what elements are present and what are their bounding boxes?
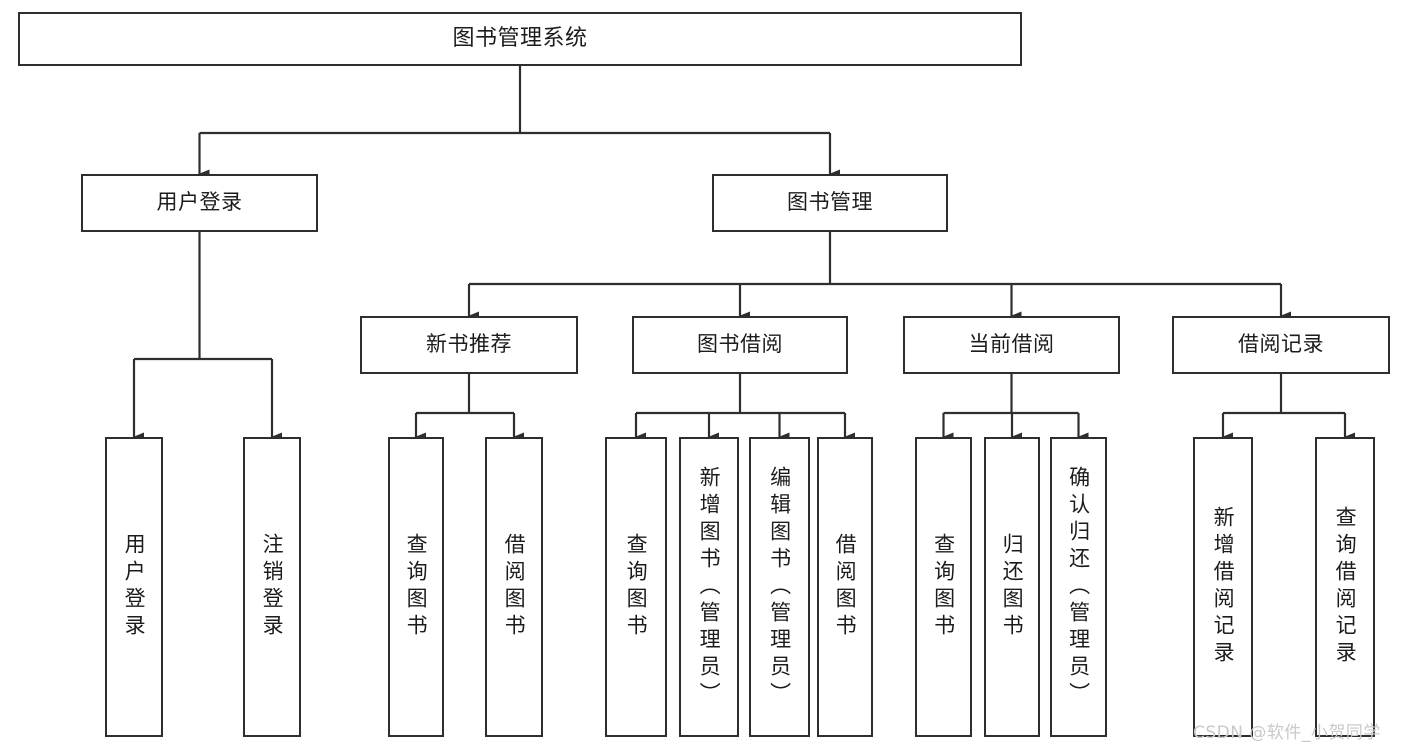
node-leaf-rec-1[interactable]: 新增借阅记录 (1193, 437, 1253, 737)
node-root[interactable]: 图书管理系统 (18, 12, 1022, 66)
node-records[interactable]: 借阅记录 (1172, 316, 1390, 374)
node-label: 查询图书 (624, 533, 649, 641)
node-leaf-login-2[interactable]: 注销登录 (243, 437, 301, 737)
node-label: 借阅记录 (1238, 332, 1324, 357)
node-label: 编辑图书（管理员） (767, 465, 792, 709)
node-label: 查询借阅记录 (1333, 506, 1358, 668)
node-label: 归还图书 (1000, 533, 1025, 641)
node-leaf-cur-1[interactable]: 查询图书 (915, 437, 972, 737)
node-label: 确认归还（管理员） (1066, 465, 1091, 709)
node-label: 借阅图书 (502, 533, 527, 641)
node-label: 新书推荐 (426, 332, 512, 357)
node-newbook[interactable]: 新书推荐 (360, 316, 578, 374)
node-login[interactable]: 用户登录 (81, 174, 318, 232)
node-leaf-cur-2[interactable]: 归还图书 (984, 437, 1040, 737)
node-leaf-login-1[interactable]: 用户登录 (105, 437, 163, 737)
node-label: 新增图书（管理员） (697, 465, 722, 709)
node-leaf-borrow-4[interactable]: 借阅图书 (817, 437, 873, 737)
edge-group (132, 66, 1355, 442)
node-label: 查询图书 (931, 533, 956, 641)
node-borrow[interactable]: 图书借阅 (632, 316, 848, 374)
node-leaf-borrow-1[interactable]: 查询图书 (605, 437, 667, 737)
csdn-watermark: CSDN @软件_小贺同学 (1193, 723, 1381, 743)
node-leaf-new-2[interactable]: 借阅图书 (485, 437, 543, 737)
node-label: 用户登录 (122, 533, 147, 641)
node-label: 注销登录 (260, 533, 285, 641)
node-leaf-new-1[interactable]: 查询图书 (388, 437, 444, 737)
node-leaf-borrow-2[interactable]: 新增图书（管理员） (679, 437, 739, 737)
node-leaf-rec-2[interactable]: 查询借阅记录 (1315, 437, 1375, 737)
node-current[interactable]: 当前借阅 (903, 316, 1120, 374)
node-bookmgmt[interactable]: 图书管理 (712, 174, 948, 232)
node-label: 用户登录 (156, 190, 243, 215)
node-label: 图书借阅 (697, 332, 783, 357)
node-label: 图书管理 (787, 190, 873, 215)
node-label: 查询图书 (404, 533, 429, 641)
node-label: 图书管理系统 (452, 25, 588, 51)
node-label: 借阅图书 (833, 533, 858, 641)
node-leaf-borrow-3[interactable]: 编辑图书（管理员） (749, 437, 810, 737)
node-label: 新增借阅记录 (1211, 506, 1236, 668)
node-label: 当前借阅 (968, 332, 1055, 357)
node-leaf-cur-3[interactable]: 确认归还（管理员） (1050, 437, 1107, 737)
